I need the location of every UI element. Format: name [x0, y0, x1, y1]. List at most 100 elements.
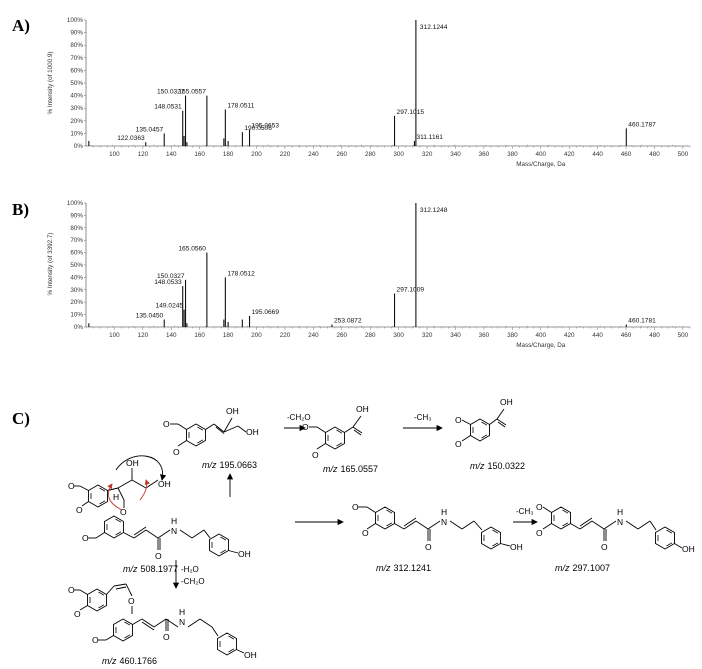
atom-labels: OH OH O O OH O O OH O O OH OH O O O H O … — [68, 397, 695, 660]
svg-text:O: O — [82, 533, 89, 543]
y-tick-label: 70% — [70, 237, 83, 244]
peak-label: 122.0363 — [117, 135, 145, 142]
x-tick-label: 240 — [308, 151, 319, 158]
x-tick-label: 500 — [678, 332, 689, 339]
panel-b-ylabel: % Intensity (of 3392.7) — [47, 232, 54, 295]
svg-text:O: O — [362, 528, 369, 538]
x-tick-label: 500 — [678, 151, 689, 158]
svg-text:O: O — [120, 507, 127, 517]
structure-165 — [309, 415, 363, 450]
peak-label: 135.0457 — [136, 126, 164, 133]
svg-text:OH: OH — [356, 404, 369, 414]
x-tick-label: 100 — [109, 332, 120, 339]
x-axis-label: Mass/Charge, Da — [516, 161, 565, 168]
y-tick-label: 90% — [70, 30, 83, 37]
svg-text:OH: OH — [126, 458, 139, 468]
x-tick-label: 340 — [450, 151, 461, 158]
x-tick-label: 340 — [450, 332, 461, 339]
x-tick-label: 260 — [337, 332, 348, 339]
svg-text:O: O — [128, 596, 135, 606]
svg-text:H: H — [441, 507, 447, 517]
loss-h2o: -H₂O — [181, 565, 199, 574]
svg-text:OH: OH — [158, 479, 171, 489]
x-tick-label: 360 — [479, 332, 490, 339]
svg-text:OH: OH — [238, 549, 251, 559]
y-tick-label: 20% — [70, 299, 83, 306]
peak-label: 195.0669 — [252, 309, 280, 316]
svg-text:O: O — [163, 419, 170, 429]
panel-b-label: B) — [12, 200, 29, 219]
x-tick-label: 220 — [280, 151, 291, 158]
loss-ch2o: -CH₂O — [287, 413, 311, 422]
x-tick-label: 440 — [592, 332, 603, 339]
structure-460 — [74, 583, 245, 656]
x-tick-label: 180 — [223, 332, 234, 339]
svg-text:N: N — [441, 517, 447, 527]
reaction-scheme — [74, 408, 683, 656]
x-tick-label: 300 — [393, 332, 404, 339]
x-tick-label: 160 — [194, 151, 205, 158]
peak-label: 165.0560 — [178, 246, 206, 253]
peak-label: 460.1787 — [628, 121, 656, 128]
y-tick-label: 80% — [70, 225, 83, 232]
peak-label: 178.0512 — [227, 270, 255, 277]
svg-text:O: O — [536, 528, 543, 538]
svg-text:O: O — [455, 439, 462, 449]
y-tick-label: 10% — [70, 130, 83, 137]
x-tick-label: 220 — [280, 332, 291, 339]
svg-text:OH: OH — [246, 427, 259, 437]
svg-text:N: N — [617, 517, 623, 527]
x-tick-label: 140 — [166, 332, 177, 339]
peak-label: 311.1161 — [416, 134, 443, 141]
y-tick-label: 50% — [70, 262, 83, 269]
y-tick-label: 30% — [70, 287, 83, 294]
x-tick-label: 200 — [251, 332, 262, 339]
svg-text:O: O — [76, 505, 83, 515]
svg-text:H: H — [171, 516, 177, 526]
peak-label: 460.1781 — [628, 318, 656, 325]
svg-text:O: O — [68, 481, 75, 491]
x-tick-label: 420 — [564, 151, 575, 158]
x-tick-label: 240 — [308, 332, 319, 339]
y-tick-label: 20% — [70, 118, 83, 125]
svg-text:O: O — [455, 415, 462, 425]
y-tick-label: 60% — [70, 250, 83, 257]
svg-text:OH: OH — [226, 406, 239, 416]
svg-text:OH: OH — [244, 650, 257, 660]
svg-text:O: O — [352, 502, 359, 512]
peak-label: 312.1248 — [420, 207, 448, 214]
peak-label: 148.0533 — [154, 279, 182, 286]
svg-text:O: O — [302, 422, 309, 432]
peak-label: 150.0327 — [157, 273, 185, 280]
x-tick-label: 440 — [592, 151, 603, 158]
peak-label: 148.0531 — [154, 104, 182, 111]
peak-label: 149.0245 — [156, 303, 184, 310]
svg-text:OH: OH — [510, 542, 523, 552]
y-tick-label: 10% — [70, 312, 83, 319]
x-tick-label: 180 — [223, 151, 234, 158]
y-tick-label: 50% — [70, 80, 83, 87]
peak-label: 190.0506 — [244, 125, 272, 132]
x-tick-label: 380 — [507, 151, 518, 158]
x-tick-label: 480 — [649, 332, 660, 339]
svg-text:N: N — [171, 526, 177, 536]
y-tick-label: 40% — [70, 274, 83, 281]
y-tick-label: 0% — [74, 324, 84, 331]
x-tick-label: 420 — [564, 332, 575, 339]
x-tick-label: 480 — [649, 151, 660, 158]
svg-text:O: O — [312, 450, 319, 460]
svg-text:N: N — [179, 617, 185, 627]
loss-ch3-a: -CH₃ — [414, 413, 431, 422]
x-tick-label: 140 — [166, 151, 177, 158]
y-tick-label: 30% — [70, 105, 83, 112]
panel-a-label: A) — [12, 16, 30, 35]
panel-a-ylabel: % Intensity (of 1000.9) — [47, 51, 54, 114]
